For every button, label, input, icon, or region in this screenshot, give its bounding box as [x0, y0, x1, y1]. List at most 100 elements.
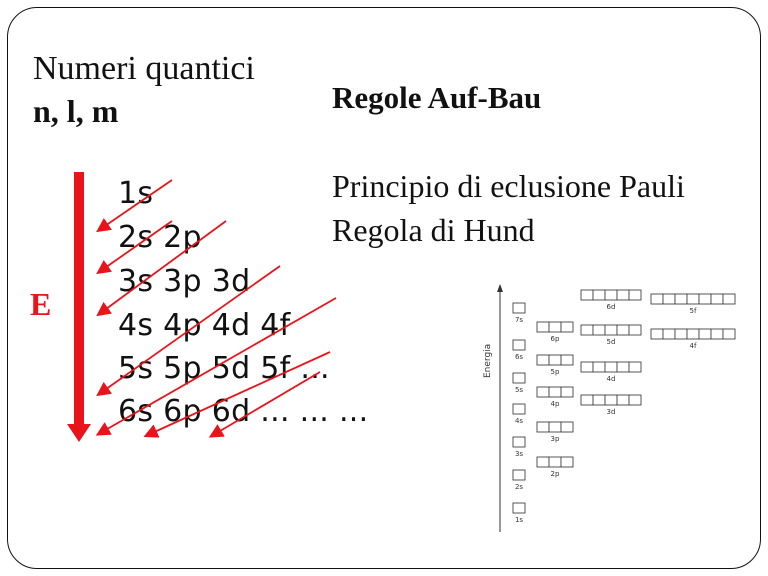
- orbital-box: [536, 386, 550, 398]
- orbital-box: [580, 361, 594, 373]
- orbital-level-label: 4d: [607, 375, 616, 383]
- orbital-box: [536, 456, 550, 468]
- orbital-box: [536, 421, 550, 433]
- orbital-level-2s: 2s: [512, 469, 526, 491]
- orbital-level-label: 6p: [551, 335, 560, 343]
- orbital-box: [710, 293, 724, 305]
- orbital-level-label: 6s: [515, 353, 523, 361]
- energy-arrow-head: [67, 424, 91, 442]
- orbital-level-4s: 4s: [512, 403, 526, 425]
- orbital-level-5f: 5f: [650, 293, 736, 315]
- orbital-box: [604, 324, 618, 336]
- orbital-box: [698, 293, 712, 305]
- diagonal-arrow-6: [143, 351, 331, 438]
- orbital-box: [604, 289, 618, 301]
- orbital-level-label: 6d: [607, 303, 616, 311]
- orbital-level-4d: 4d: [580, 361, 642, 383]
- orbital-box: [548, 421, 562, 433]
- orbital-box: [616, 394, 630, 406]
- orbital-box: [674, 328, 688, 340]
- orbital-box: [662, 293, 676, 305]
- orbital-level-label: 5p: [551, 368, 560, 376]
- orbital-box: [560, 386, 574, 398]
- diagonal-arrow-3: [96, 220, 227, 317]
- slide-frame: [7, 7, 761, 569]
- orbital-box: [722, 328, 736, 340]
- orbital-row-3: 3s 3p 3d: [118, 264, 251, 299]
- pauli-principle-text: Principio di eclusione Pauli: [332, 168, 685, 204]
- orbital-box: [686, 328, 700, 340]
- orbital-box: [616, 324, 630, 336]
- orbital-box: [512, 436, 526, 448]
- orbital-level-label: 3p: [551, 435, 560, 443]
- orbital-box: [662, 328, 676, 340]
- orbital-level-5d: 5d: [580, 324, 642, 346]
- orbital-level-label: 5d: [607, 338, 616, 346]
- orbital-level-label: 5f: [690, 307, 697, 315]
- energy-axis-arrowhead: [497, 284, 503, 292]
- orbital-level-2p: 2p: [536, 456, 574, 478]
- orbital-level-label: 2s: [515, 483, 523, 491]
- orbital-level-7s: 7s: [512, 302, 526, 324]
- orbital-box: [650, 328, 664, 340]
- orbital-box: [592, 394, 606, 406]
- orbital-box: [628, 361, 642, 373]
- orbital-row-4: 4s 4p 4d 4f: [118, 308, 291, 343]
- orbital-box: [512, 372, 526, 384]
- aufbau-rules-title: Regole Auf-Bau: [332, 80, 542, 115]
- orbital-box: [650, 293, 664, 305]
- diagonal-arrow-7: [208, 371, 321, 438]
- orbital-box: [560, 456, 574, 468]
- diagonal-arrow-1: [96, 179, 173, 233]
- orbital-box: [698, 328, 712, 340]
- orbital-box: [628, 324, 642, 336]
- orbital-box: [560, 321, 574, 333]
- orbital-level-label: 4s: [515, 417, 523, 425]
- orbital-level-3p: 3p: [536, 421, 574, 443]
- orbital-box: [592, 361, 606, 373]
- orbital-level-3d: 3d: [580, 394, 642, 416]
- orbital-box: [592, 324, 606, 336]
- orbital-box: [548, 321, 562, 333]
- orbital-box: [512, 502, 526, 514]
- diagonal-arrow-4: [96, 265, 281, 397]
- orbital-level-label: 3d: [607, 408, 616, 416]
- orbital-level-label: 4f: [690, 342, 697, 350]
- orbital-box: [604, 361, 618, 373]
- orbital-box: [592, 289, 606, 301]
- orbital-level-label: 3s: [515, 450, 523, 458]
- orbital-box: [722, 293, 736, 305]
- hund-rule-text: Regola di Hund: [332, 212, 535, 248]
- orbital-box: [628, 394, 642, 406]
- quantum-numbers-symbols: n, l, m: [33, 93, 119, 129]
- energy-axis-label: Energia: [483, 344, 493, 378]
- orbital-level-1s: 1s: [512, 502, 526, 524]
- orbital-level-6d: 6d: [580, 289, 642, 311]
- energy-label: E: [30, 286, 52, 322]
- orbital-box: [580, 324, 594, 336]
- orbital-level-label: 1s: [515, 516, 523, 524]
- orbital-box: [710, 328, 724, 340]
- orbital-box: [616, 361, 630, 373]
- orbital-box: [512, 469, 526, 481]
- orbital-level-label: 5s: [515, 386, 523, 394]
- orbital-level-label: 2p: [551, 470, 560, 478]
- orbital-level-5p: 5p: [536, 354, 574, 376]
- diagonal-arrow-2: [96, 220, 173, 275]
- orbital-level-6s: 6s: [512, 339, 526, 361]
- orbital-box: [616, 289, 630, 301]
- orbital-box: [536, 321, 550, 333]
- orbital-box: [512, 302, 526, 314]
- orbital-box: [548, 354, 562, 366]
- orbital-box: [512, 403, 526, 415]
- orbital-box: [604, 394, 618, 406]
- orbital-level-label: 7s: [515, 316, 523, 324]
- orbital-level-3s: 3s: [512, 436, 526, 458]
- orbital-box: [548, 456, 562, 468]
- orbital-box: [580, 289, 594, 301]
- orbital-box: [560, 354, 574, 366]
- orbital-box: [686, 293, 700, 305]
- orbital-level-5s: 5s: [512, 372, 526, 394]
- orbital-box: [674, 293, 688, 305]
